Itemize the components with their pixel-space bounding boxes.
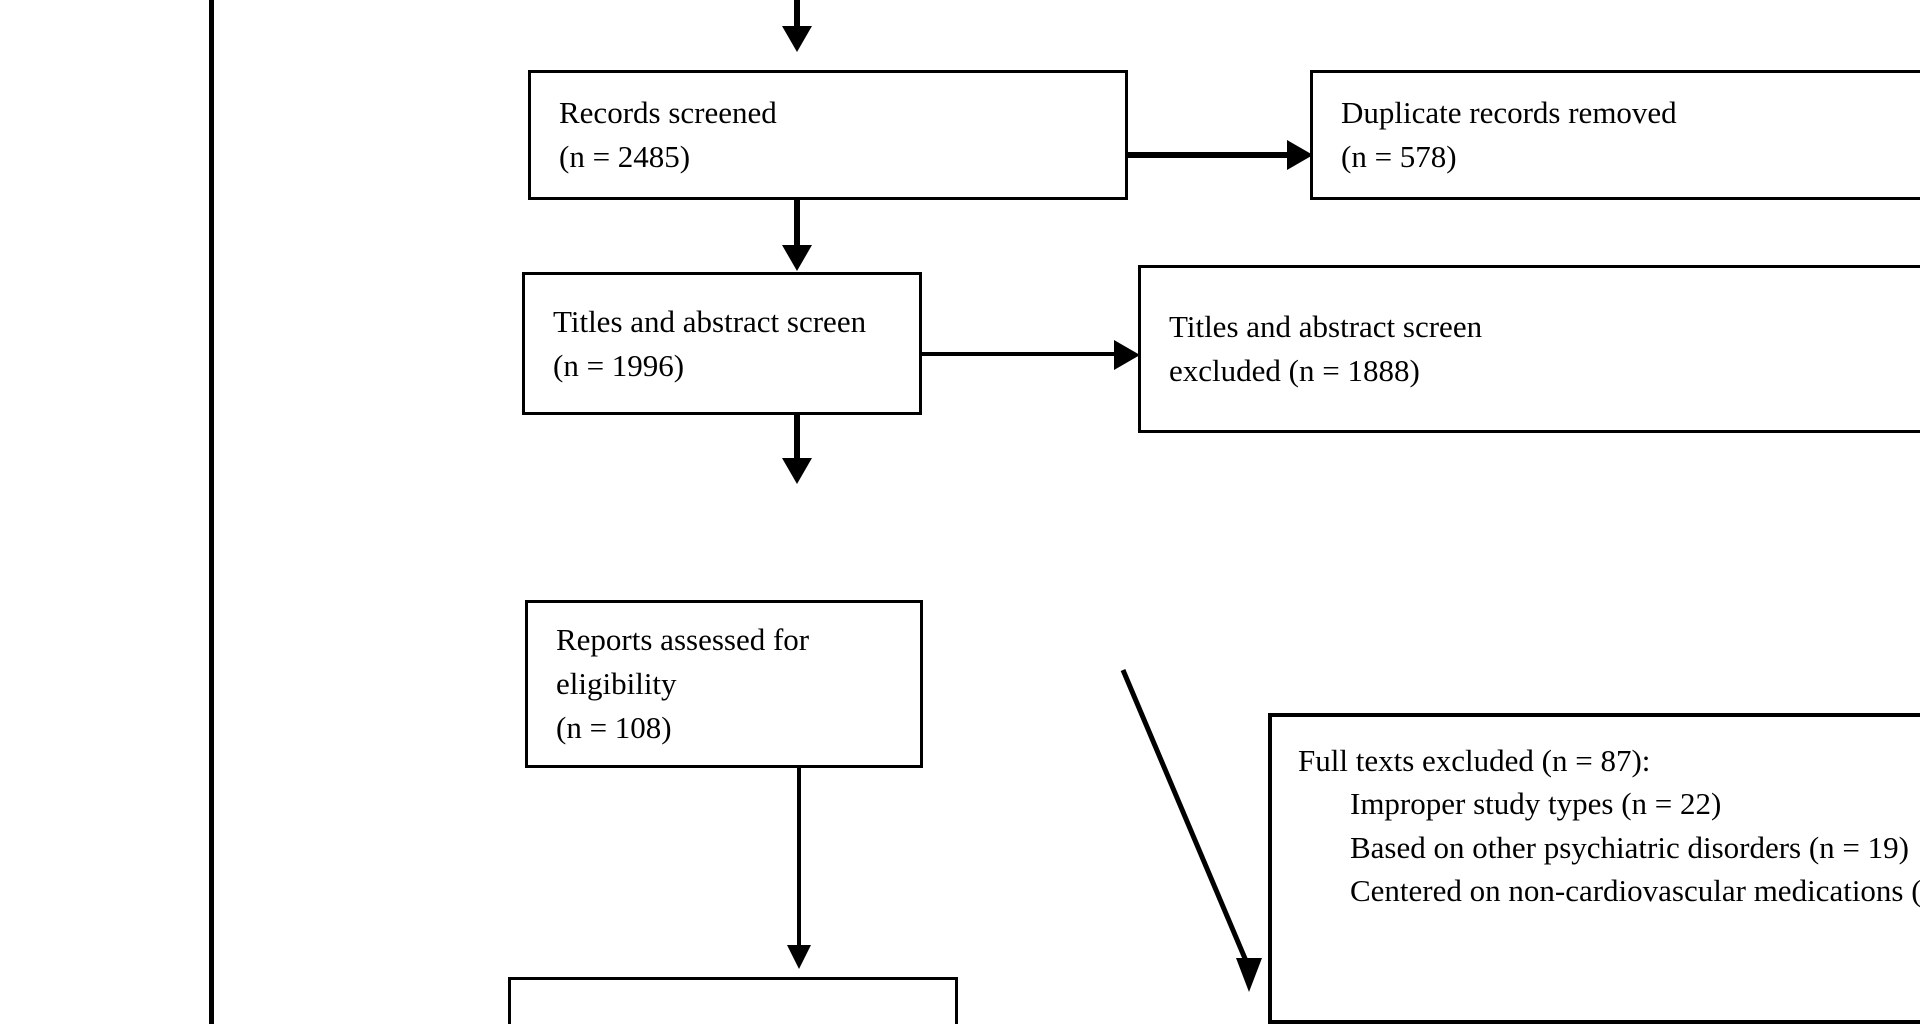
connector-reports-to-included-arrow [787,945,811,969]
box-titles-and-abstract-excluded-text: Titles and abstract screen excluded (n = … [1169,305,1920,393]
box-titles-and-abstract-screen-text: Titles and abstract screen (n = 1996) [553,299,903,387]
box-included-studies[interactable] [508,977,958,1024]
box-full-texts-excluded[interactable]: Full texts excluded (n = 87): Improper s… [1268,713,1920,1024]
box-titles-and-abstract-excluded-line1: Titles and abstract screen [1169,308,1483,344]
connector-titles-to-excluded-line [920,352,1120,356]
box-titles-and-abstract-excluded-line2: excluded (n = 1888) [1169,353,1420,388]
connector-into-records-screened-arrow [782,26,812,52]
connector-records-to-titles-arrow [782,245,812,271]
box-duplicate-records-removed-line2: (n = 578) [1341,139,1457,174]
box-records-screened-text: Records screened (n = 2485) [559,91,1109,179]
connector-titles-to-reports-line [794,415,800,463]
box-duplicate-records-removed-text: Duplicate records removed (n = 578) [1341,91,1920,179]
full-texts-excluded-reason-2: Centered on non-cardiovascular medicatio… [1350,873,1920,909]
box-records-screened-line1: Records screened [559,94,777,130]
box-reports-assessed-line1: Reports assessed for eligibility [556,621,810,701]
box-titles-and-abstract-screen-line2: (n = 1996) [553,347,685,383]
connector-records-to-duplicates-arrow [1287,140,1313,170]
box-duplicate-records-removed-line1: Duplicate records removed [1341,94,1677,130]
box-reports-assessed-line2: (n = 108) [556,710,672,746]
box-records-screened-line2: (n = 2485) [559,139,691,174]
connector-titles-to-excluded-arrow [1114,340,1140,370]
box-titles-and-abstract-excluded[interactable]: Titles and abstract screen excluded (n = … [1138,265,1920,433]
diagonal-connector-line [1120,669,1252,969]
full-texts-excluded-lead: Full texts excluded (n = 87): [1298,743,1651,778]
connector-reports-to-included-line [797,768,801,953]
box-reports-assessed-for-eligibility[interactable]: Reports assessed for eligibility (n = 108… [525,600,923,768]
box-duplicate-records-removed[interactable]: Duplicate records removed (n = 578) [1310,70,1920,200]
full-texts-excluded-list: Full texts excluded (n = 87): Improper s… [1298,739,1920,913]
page-margin-rule [209,0,214,1024]
full-texts-excluded-reason-1: Based on other psychiatric disorders (n … [1350,829,1909,865]
connector-records-to-duplicates-line [1127,152,1293,158]
box-reports-assessed-text: Reports assessed for eligibility (n = 108… [556,618,904,750]
connector-records-to-titles-line [794,200,800,250]
full-texts-excluded-reason-0: Improper study types (n = 22) [1350,786,1722,822]
connector-into-records-screened-line [794,0,800,32]
box-titles-and-abstract-screen-line1: Titles and abstract screen [553,303,867,339]
connector-titles-to-reports-arrow [782,458,812,484]
box-titles-and-abstract-screen[interactable]: Titles and abstract screen (n = 1996) [522,272,922,415]
box-records-screened[interactable]: Records screened (n = 2485) [528,70,1128,200]
diagonal-connector-arrowhead [1236,958,1262,992]
